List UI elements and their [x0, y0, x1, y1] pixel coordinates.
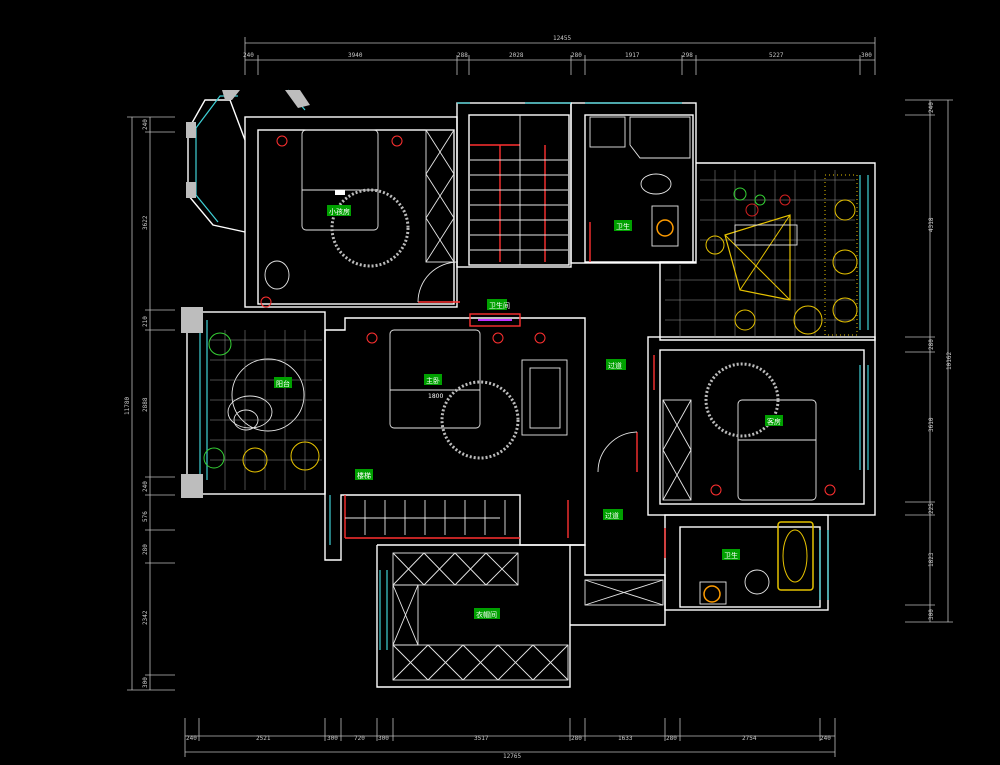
- label-corridor-upper: 过道: [606, 359, 626, 370]
- left-dim-seg: 300: [142, 677, 149, 688]
- bottom-dim-total: 12765: [503, 753, 521, 760]
- room-label: 卫生: [724, 551, 738, 560]
- label-toilet: 卫生间: [487, 299, 510, 310]
- top-dim-seg: 1917: [625, 52, 640, 59]
- top-dim-total: 12455: [553, 35, 571, 42]
- bottom-dim-seg: 280: [571, 735, 582, 742]
- plants: [203, 187, 858, 473]
- stair-upper: [470, 115, 568, 265]
- right-dim-total: 10162: [946, 352, 953, 370]
- label-corridor-lower: 过道: [603, 509, 623, 520]
- room-label: 客房: [767, 417, 781, 426]
- label-balcony: 阳台: [274, 377, 292, 388]
- right-dim-seg: 280: [928, 339, 935, 350]
- label-cloakroom: 衣帽间: [474, 608, 500, 619]
- left-dim-seg: 2342: [142, 610, 149, 625]
- room-label: 卫生: [616, 222, 630, 231]
- left-dim-total: 11780: [124, 397, 131, 415]
- walls: [186, 99, 876, 688]
- label-wc-upper: 卫生: [614, 220, 632, 231]
- bottom-dim-seg: 300: [327, 735, 338, 742]
- top-dim-seg: 3940: [348, 52, 363, 59]
- top-dim-seg: 5227: [769, 52, 784, 59]
- label-stair: 楼梯: [355, 469, 373, 480]
- room-label: 过道: [605, 511, 619, 520]
- sofa: [521, 359, 568, 436]
- right-dim-seg: 240: [928, 102, 935, 113]
- right-dimension-chain: 240 4318 280 3610 225 1823 300 10162: [905, 99, 953, 623]
- terrace-umbrella: [724, 214, 798, 301]
- room-label: 卫生间: [489, 301, 510, 310]
- top-dim-seg: 300: [861, 52, 872, 59]
- bottom-dim-seg: 240: [186, 735, 197, 742]
- right-dim-seg: 1823: [928, 552, 935, 567]
- windows: [195, 89, 869, 650]
- sofa-seat: [529, 367, 561, 429]
- left-dim-seg: 576: [142, 511, 149, 522]
- bottom-dim-seg: 300: [378, 735, 389, 742]
- left-dim-seg: 210: [142, 316, 149, 327]
- left-dim-seg: 240: [142, 119, 149, 130]
- label-master: 主卧: [424, 374, 442, 385]
- left-dimension-chain: 11780 240 3622 210 2888 240 576 280 2342…: [124, 116, 175, 691]
- right-dim-seg: 4318: [928, 217, 935, 232]
- bath-fixtures: [264, 116, 814, 605]
- beds: [301, 129, 817, 501]
- left-dim-seg: 240: [142, 481, 149, 492]
- lounge-chair: [227, 395, 273, 431]
- bay-window-posts: [181, 90, 310, 498]
- label-kids-room: 小孩房: [327, 205, 351, 216]
- top-dim-seg: 2028: [509, 52, 524, 59]
- balcony-tile: [210, 330, 322, 490]
- right-dim-seg: 3610: [928, 417, 935, 432]
- label-guest-room: 客房: [765, 415, 783, 426]
- terrace-tile: [665, 170, 858, 338]
- room-label: 过道: [608, 361, 622, 370]
- top-dim-seg: 288: [457, 52, 468, 59]
- top-dimension-chain: 12455 240 3940 288 2028 280 1917 298 522…: [243, 35, 876, 75]
- room-label: 小孩房: [329, 207, 350, 216]
- wardrobes: [392, 129, 692, 681]
- bottom-dim-seg: 1633: [618, 735, 633, 742]
- bottom-dimension-chain: 240 2521 300 720 300 3517 280 1633 280 2…: [184, 718, 836, 760]
- left-dim-seg: 3622: [142, 215, 149, 230]
- bottom-dim-seg: 280: [666, 735, 677, 742]
- round-rugs: [231, 188, 780, 460]
- bed-width: 1800: [428, 393, 443, 400]
- bedside-lamps: [260, 135, 836, 496]
- bottom-dim-seg: 720: [354, 735, 365, 742]
- room-label: 主卧: [426, 376, 440, 385]
- right-dim-seg: 225: [928, 503, 935, 514]
- bottom-dim-seg: 240: [820, 735, 831, 742]
- bottom-dim-seg: 2754: [742, 735, 757, 742]
- room-label: 衣帽间: [476, 610, 497, 619]
- room-label: 阳台: [276, 379, 290, 388]
- label-wc-lower: 卫生: [722, 549, 740, 560]
- stair-lower: [345, 500, 506, 535]
- bottom-dim-seg: 2521: [256, 735, 271, 742]
- bottom-dim-seg: 3517: [474, 735, 489, 742]
- top-dim-seg: 280: [571, 52, 582, 59]
- room-label: 楼梯: [357, 471, 371, 480]
- left-dim-seg: 280: [142, 544, 149, 555]
- top-dim-seg: 298: [682, 52, 693, 59]
- right-dim-seg: 300: [928, 609, 935, 620]
- doors: [344, 144, 666, 558]
- left-dim-seg: 2888: [142, 397, 149, 412]
- top-dim-seg: 240: [243, 52, 254, 59]
